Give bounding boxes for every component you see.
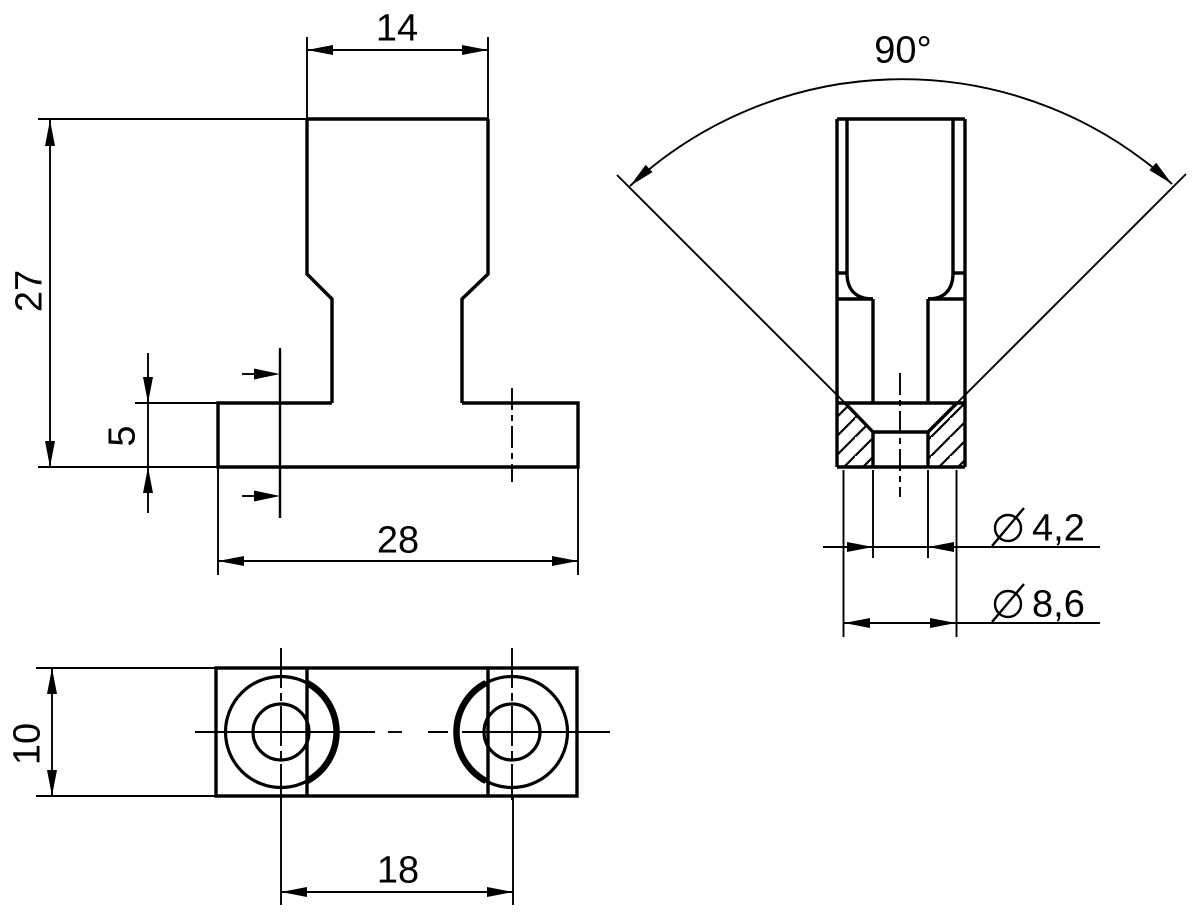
dim-base-height-label: 5 [102,425,144,446]
top-view: 10 18 [7,648,610,905]
top-view-dimension-lines [36,667,514,905]
dim-stem-width-label: 14 [376,8,418,50]
section-hatching [837,403,965,467]
section-view-arrowheads [630,162,1172,628]
front-view-dimension-lines [38,37,579,575]
countersink-angle-lines [616,78,1187,404]
dim-base-width-label: 28 [377,520,419,562]
top-view-centerlines [195,648,610,800]
dim-countersink-diameter-label: 8,6 [1032,584,1085,626]
dim-drill-diameter-label: 4,2 [1032,508,1085,550]
top-view-arrowheads [47,668,513,897]
diameter-dimension-lines [823,470,1100,637]
section-view-outline [835,117,967,469]
dim-countersink-angle-label: 90° [874,30,931,72]
front-view: 14 27 5 28 [9,8,580,575]
diameter-symbol-icon [991,507,1025,547]
dim-hole-spacing-label: 18 [377,850,419,892]
section-view: 90° 4,2 8,6 [616,30,1187,637]
dim-plate-depth-label: 10 [7,723,49,765]
front-view-outline [216,117,580,469]
diameter-symbol-icon [991,583,1025,623]
dim-overall-height-label: 27 [9,270,51,312]
front-view-arrowheads [45,45,578,566]
